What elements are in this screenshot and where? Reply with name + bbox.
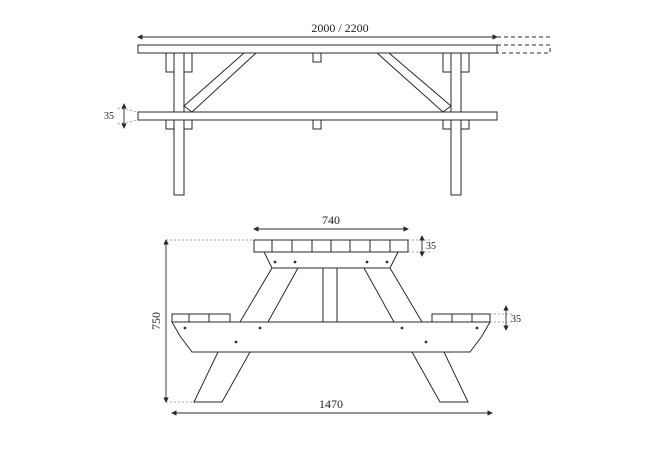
left-leg-upper: [239, 267, 299, 323]
bolt: [273, 260, 277, 264]
bolt: [385, 260, 389, 264]
height-label: 750: [149, 312, 163, 330]
table-top-extension: [496, 44, 551, 54]
right-seat-slats: [431, 313, 491, 323]
left-brace: [183, 52, 258, 113]
bolt: [365, 260, 369, 264]
right-lower-cleat: [442, 119, 452, 130]
right-leg: [450, 52, 462, 196]
center-support: [322, 267, 338, 323]
side-view: 2000 / 2200 35: [104, 21, 551, 196]
top-cleat: [263, 251, 399, 269]
side-length-label: 2000 / 2200: [311, 21, 368, 35]
side-seat-thickness-label: 35: [104, 111, 114, 122]
right-upper-block: [460, 52, 470, 73]
bolt: [475, 326, 479, 330]
bolt: [400, 326, 404, 330]
table-top-board: [137, 44, 498, 54]
seat-thickness-label: 35: [511, 314, 521, 325]
seat-rail: [171, 321, 491, 353]
bolt: [183, 326, 187, 330]
center-top-block: [312, 52, 322, 63]
bolt: [424, 340, 428, 344]
left-upper-block: [165, 52, 175, 73]
left-lower-block: [165, 119, 175, 130]
right-brace: [375, 52, 452, 113]
left-seat-slats: [171, 313, 231, 323]
bolt: [293, 260, 297, 264]
seat-board: [137, 111, 498, 121]
right-leg-lower: [411, 351, 469, 403]
left-cleat: [183, 52, 193, 73]
bolt: [258, 326, 262, 330]
top-thickness-label: 35: [426, 241, 436, 252]
overall-width-label: 1470: [319, 397, 343, 411]
seat-ext-top: [117, 107, 139, 113]
top-width-label: 740: [322, 213, 340, 227]
left-leg-lower: [193, 351, 251, 403]
bolt: [234, 340, 238, 344]
center-seat-block: [312, 119, 322, 130]
right-cleat: [442, 52, 452, 73]
left-lower-cleat: [183, 119, 193, 130]
left-leg: [173, 52, 185, 196]
right-leg-upper: [363, 267, 423, 323]
right-lower-block: [460, 119, 470, 130]
end-view: 740 35: [149, 213, 521, 416]
seat-ext-bottom: [117, 119, 139, 125]
